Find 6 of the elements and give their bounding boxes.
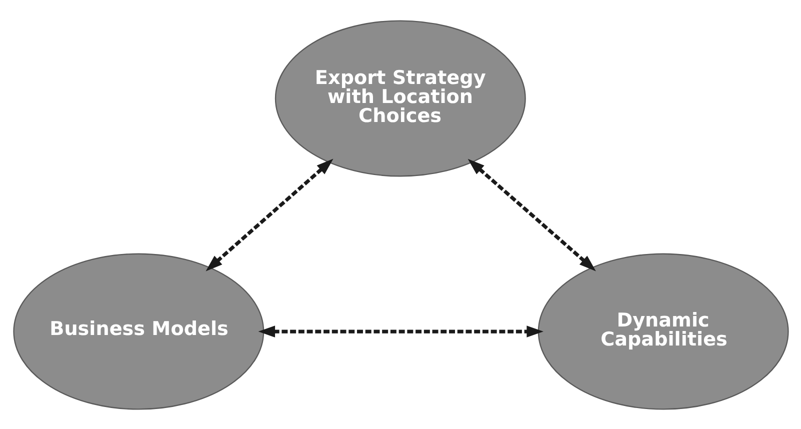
- node-ellipse: Business Models: [12, 252, 264, 410]
- arrow: [205, 158, 333, 271]
- node-ellipse: Export Strategy with Location Choices: [274, 20, 526, 176]
- arrow: [258, 325, 543, 337]
- arrow: [467, 158, 596, 271]
- node-ellipse: Dynamic Capabilities: [537, 252, 788, 410]
